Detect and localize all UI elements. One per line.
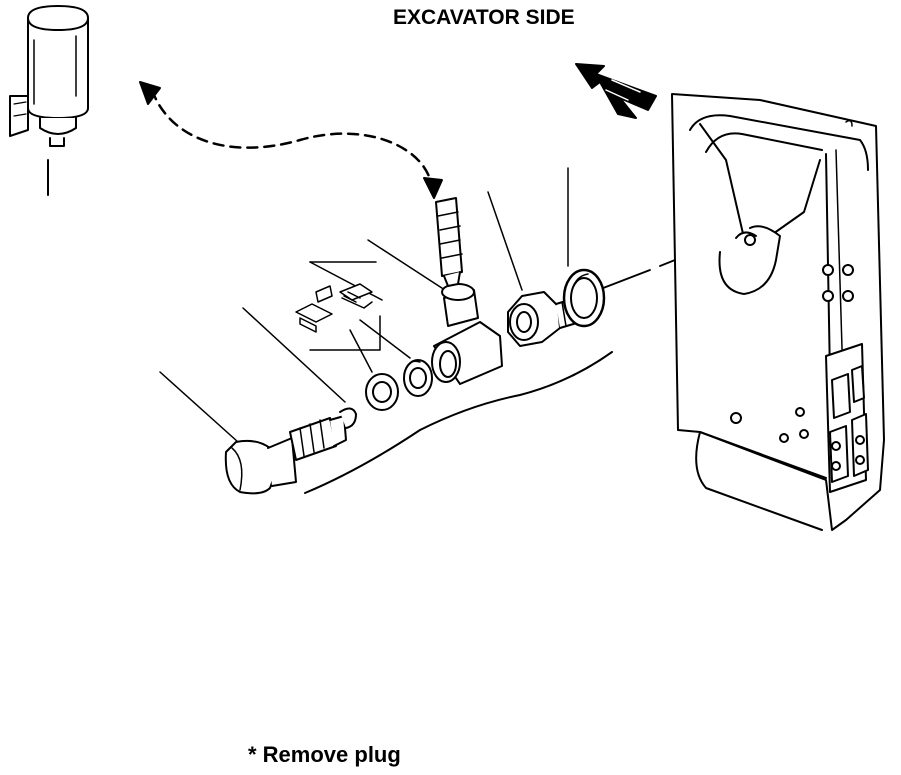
leader-lines xyxy=(160,168,568,442)
grease-canister xyxy=(10,6,88,195)
direction-arrow xyxy=(576,64,656,118)
diagram-title: EXCAVATOR SIDE xyxy=(393,6,575,29)
plug-inset xyxy=(296,284,372,332)
connection-arrow xyxy=(140,82,442,198)
excavator-boom xyxy=(672,94,884,530)
seal-ring xyxy=(564,270,604,326)
washers xyxy=(366,360,432,410)
section-line xyxy=(305,352,612,493)
tee-fitting xyxy=(432,198,502,384)
remove-plug-note: * Remove plug xyxy=(248,742,401,767)
grease-nipple xyxy=(226,408,356,493)
